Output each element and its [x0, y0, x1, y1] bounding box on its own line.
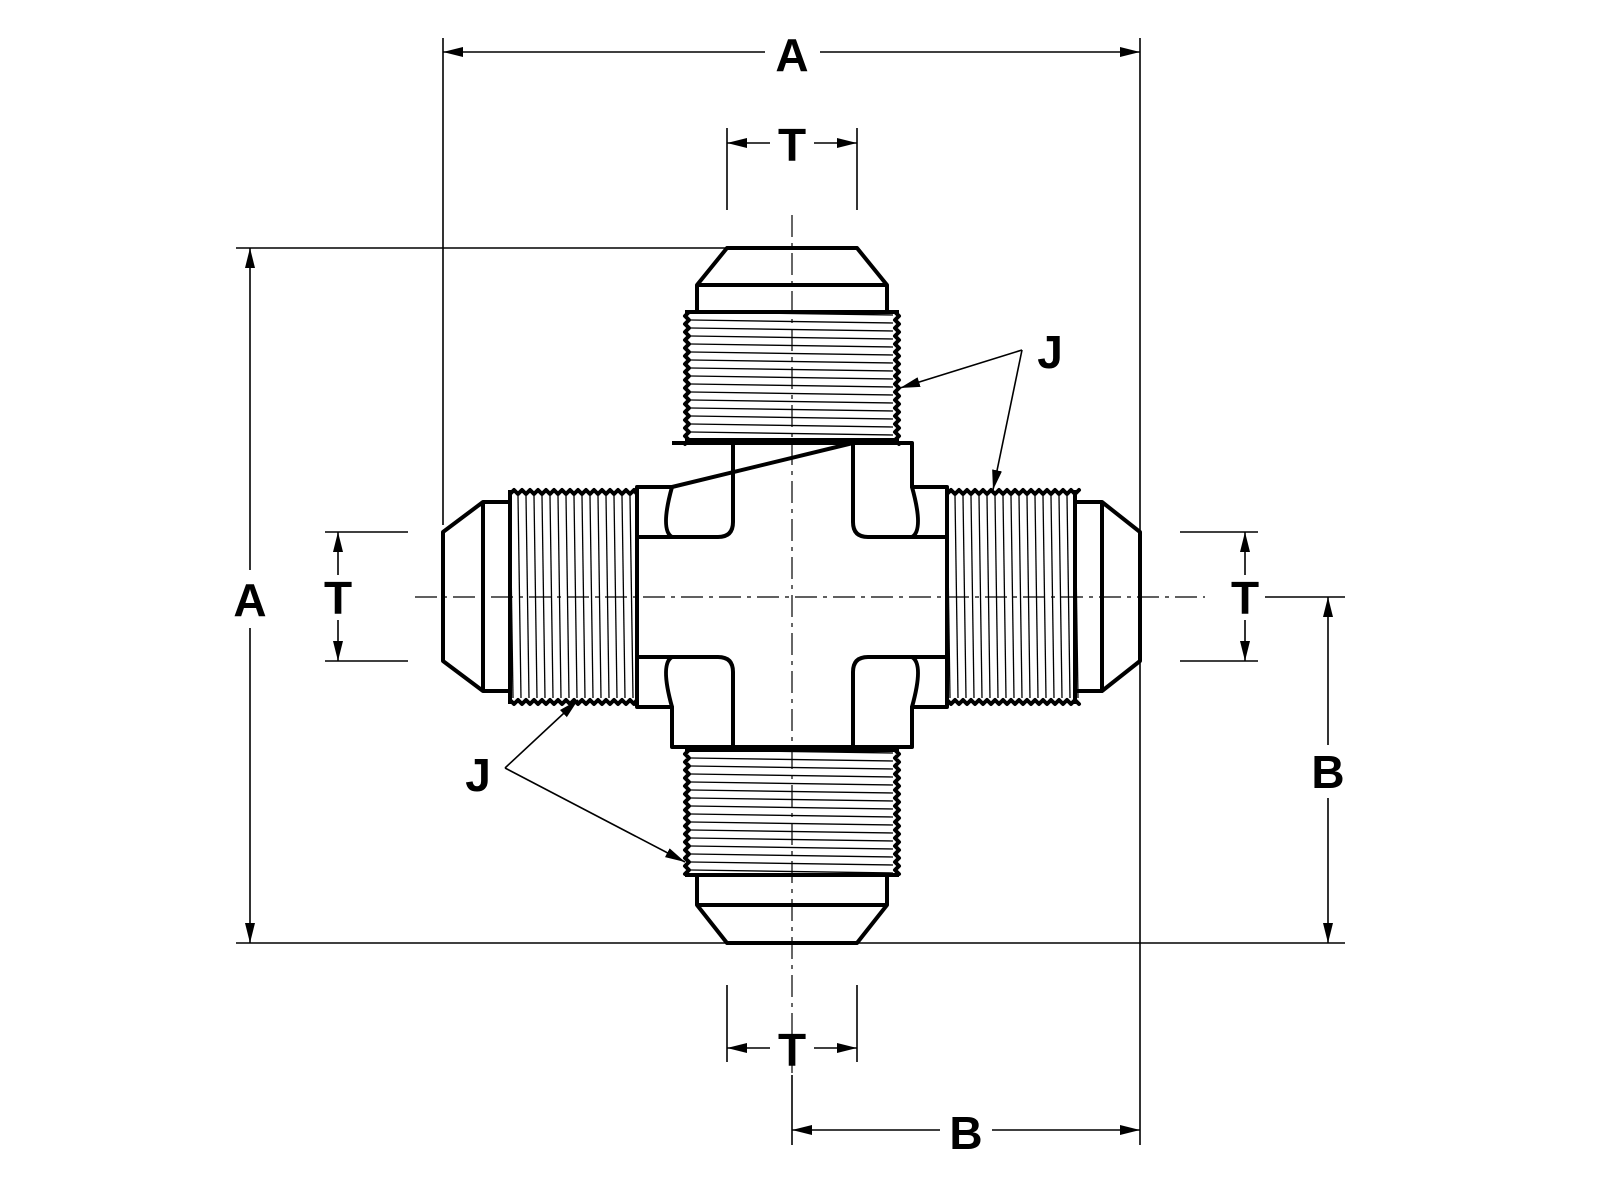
dimension-t-left: T — [324, 532, 352, 661]
dimension-label-b: B — [1311, 746, 1344, 798]
thread-callout-top-right: J — [899, 326, 1063, 491]
center-lines — [415, 215, 1205, 1075]
dimension-t-top: T — [727, 119, 857, 171]
thread-callout-bottom-left: J — [465, 699, 686, 863]
thread-label-j: J — [1037, 326, 1063, 378]
dimension-b-right: B — [1311, 597, 1345, 943]
dimension-label-a: A — [233, 574, 266, 626]
dimension-label-a: A — [775, 29, 808, 81]
dimension-label-t: T — [778, 119, 806, 171]
dimension-b-bottom: B — [792, 1107, 1140, 1159]
dimension-label-t: T — [1231, 572, 1259, 624]
dimension-t-right: T — [1231, 532, 1259, 661]
thread-section-top — [683, 310, 901, 446]
cross-body — [635, 441, 949, 749]
dimension-label-t: T — [324, 572, 352, 624]
thread-label-j: J — [465, 749, 491, 801]
extension-lines — [236, 38, 1345, 1145]
threads — [508, 310, 1081, 877]
dimension-a-left: A — [233, 248, 267, 943]
dimension-a-top: A — [443, 29, 1140, 81]
dimension-label-b: B — [949, 1107, 982, 1159]
dimension-t-bottom: T — [727, 1024, 857, 1076]
dimension-label-t: T — [778, 1024, 806, 1076]
thread-section-left — [508, 488, 639, 706]
thread-section-bottom — [683, 748, 901, 877]
thread-section-right — [945, 488, 1081, 706]
